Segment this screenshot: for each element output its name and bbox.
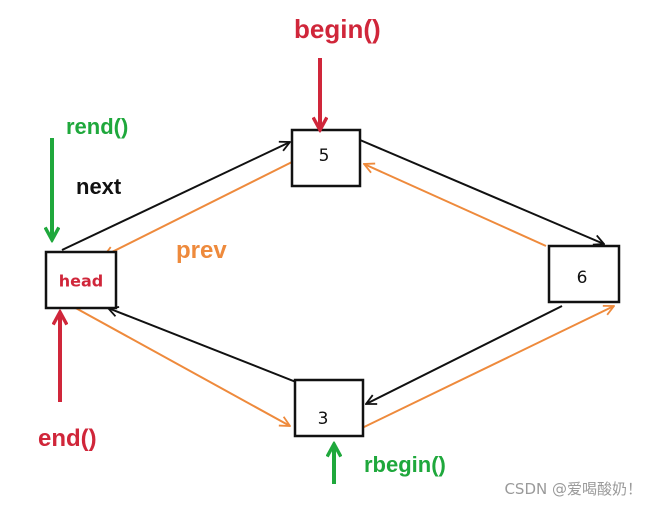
end-label: end() [38,425,97,452]
node-5: 5 [290,128,362,188]
node-head-label: head [59,272,104,291]
next-arrow-6-to-3 [366,305,563,404]
node-5-label: 5 [319,146,330,166]
node-6-label: 6 [577,268,588,288]
rbegin-label: rbegin() [364,452,446,477]
next-arrow-5-to-6 [359,139,604,244]
prev-arrow-5-to-head [104,161,293,256]
node-3: 3 [293,378,365,438]
prev-arrow-3-to-6 [361,306,614,429]
node-6: 6 [547,244,621,304]
begin-label: begin() [294,14,381,44]
next-links [61,139,604,404]
next-arrow-head-to-5 [61,142,290,251]
node-head: head [44,250,118,310]
rend-label: rend() [66,114,128,139]
prev-label: prev [176,237,227,264]
prev-arrow-6-to-5 [364,164,547,247]
next-arrow-3-to-head [108,308,297,383]
prev-links [71,161,614,429]
next-label: next [76,174,122,199]
prev-arrow-head-to-3 [71,305,290,426]
node-3-label: 3 [318,409,329,429]
watermark: CSDN @爱喝酸奶！ [504,480,642,498]
